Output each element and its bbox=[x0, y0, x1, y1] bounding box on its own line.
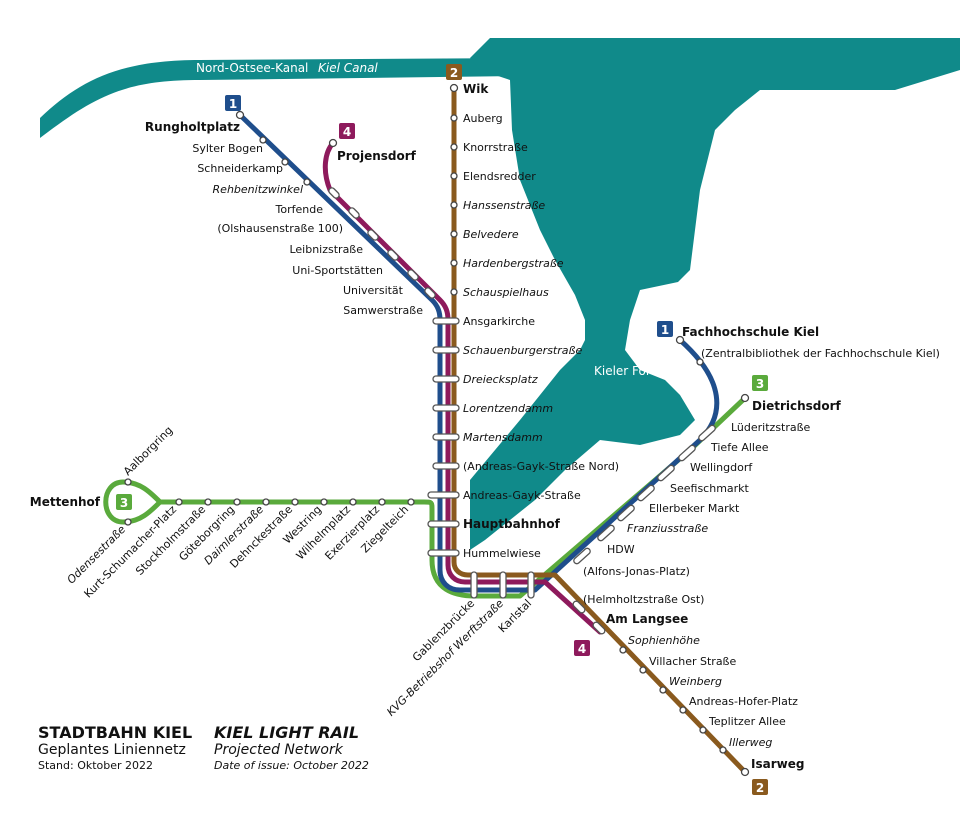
svg-text:3: 3 bbox=[756, 377, 764, 391]
station-hardenbergstrasse: Hardenbergstraße bbox=[463, 257, 564, 270]
svg-text:3: 3 bbox=[120, 496, 128, 510]
station-wellingdorf: Wellingdorf bbox=[690, 461, 753, 474]
badge-line-3-west: 3 bbox=[116, 494, 132, 510]
fjord-label: Kieler Förde bbox=[594, 364, 666, 378]
station-hdw: HDW bbox=[607, 543, 635, 556]
title-de-heading: STADTBAHN KIEL bbox=[38, 723, 193, 742]
station-knorrstrasse: Knorrstraße bbox=[463, 141, 528, 154]
station-dreiecksplatz: Dreiecksplatz bbox=[463, 373, 538, 386]
badge-line-4-south: 4 bbox=[574, 640, 590, 656]
station-olshausen: (Olshausenstraße 100) bbox=[217, 222, 343, 235]
title-de-date: Stand: Oktober 2022 bbox=[38, 759, 154, 772]
station-zentralbibliothek: (Zentralbibliothek der Fachhochschule Ki… bbox=[701, 347, 940, 360]
badge-line-1-west: 1 bbox=[225, 95, 241, 111]
station-teplitzer-allee: Teplitzer Allee bbox=[708, 715, 786, 728]
station-rungholtplatz: Rungholtplatz bbox=[145, 120, 240, 134]
line-4 bbox=[322, 140, 603, 635]
station-dots bbox=[124, 83, 750, 777]
station-fachhochschule-kiel: Fachhochschule Kiel bbox=[682, 325, 819, 339]
line-3 bbox=[103, 395, 748, 599]
canal-label-en: Kiel Canal bbox=[318, 61, 378, 75]
canal-label-de: Nord-Ostsee-Kanal bbox=[196, 61, 308, 75]
station-seefischmarkt: Seefischmarkt bbox=[670, 482, 750, 495]
kiel-canal bbox=[40, 58, 520, 138]
svg-text:2: 2 bbox=[450, 66, 458, 80]
station-hanssenstrasse: Hanssenstraße bbox=[463, 199, 545, 212]
station-mettenhof: Mettenhof bbox=[30, 495, 101, 509]
title-de: STADTBAHN KIEL Geplantes Liniennetz Stan… bbox=[38, 724, 192, 773]
title-block: STADTBAHN KIEL Geplantes Liniennetz Stan… bbox=[38, 724, 369, 784]
station-dietrichsdorf: Dietrichsdorf bbox=[752, 399, 842, 413]
title-en-subtitle: Projected Network bbox=[214, 742, 343, 758]
station-hummelwiese: Hummelwiese bbox=[463, 547, 541, 560]
line-2 bbox=[451, 85, 748, 775]
station-wik: Wik bbox=[463, 82, 489, 96]
station-isarweg: Isarweg bbox=[751, 757, 804, 771]
title-en-heading: KIEL LIGHT RAIL bbox=[214, 723, 360, 742]
svg-text:4: 4 bbox=[578, 642, 586, 656]
station-illerweg: Illerweg bbox=[729, 736, 772, 749]
svg-text:2: 2 bbox=[756, 781, 764, 795]
station-luederitzstrasse: Lüderitzstraße bbox=[731, 421, 811, 434]
station-elendsredder: Elendsredder bbox=[463, 170, 536, 183]
station-samwerstrasse: Samwerstraße bbox=[343, 304, 423, 317]
badge-line-2-top: 2 bbox=[446, 64, 462, 80]
station-auberg: Auberg bbox=[463, 112, 503, 125]
kiel-fjord bbox=[470, 38, 960, 550]
station-schauspielhaus: Schauspielhaus bbox=[463, 286, 549, 299]
station-universitaet: Universität bbox=[343, 284, 404, 297]
title-de-subtitle: Geplantes Liniennetz bbox=[38, 742, 186, 758]
station-projensdorf: Projensdorf bbox=[337, 149, 417, 163]
station-belvedere: Belvedere bbox=[463, 228, 519, 241]
svg-text:4: 4 bbox=[343, 125, 351, 139]
station-sophienhoehe: Sophienhöhe bbox=[628, 634, 700, 647]
station-martensdamm: Martensdamm bbox=[463, 431, 543, 444]
station-schneiderkamp: Schneiderkamp bbox=[197, 162, 283, 175]
station-andreas-gayk-nord: (Andreas-Gayk-Straße Nord) bbox=[463, 460, 619, 473]
trunk-stations bbox=[427, 317, 535, 599]
title-en-date: Date of issue: October 2022 bbox=[214, 759, 369, 772]
station-weinberg: Weinberg bbox=[669, 675, 722, 688]
station-rehbenitzwinkel: Rehbenitzwinkel bbox=[213, 183, 303, 196]
station-sylter-bogen: Sylter Bogen bbox=[192, 142, 263, 155]
title-en: KIEL LIGHT RAIL Projected Network Date o… bbox=[214, 724, 369, 773]
svg-text:1: 1 bbox=[229, 97, 237, 111]
station-andreas-gayk: Andreas-Gayk-Straße bbox=[463, 489, 581, 502]
station-schauenburgerstrasse: Schauenburgerstraße bbox=[463, 344, 582, 357]
station-ansgarkirche: Ansgarkirche bbox=[463, 315, 535, 328]
badge-line-4-north: 4 bbox=[339, 123, 355, 139]
station-lorentzendamm: Lorentzendamm bbox=[463, 402, 553, 415]
station-helmholtzstrasse-ost: (Helmholtzstraße Ost) bbox=[583, 593, 704, 606]
station-aalborgring: Aalborgring bbox=[121, 424, 175, 478]
diagonal-stations bbox=[328, 187, 716, 635]
badge-line-1-east: 1 bbox=[657, 321, 673, 337]
station-hauptbahnhof: Hauptbahnhof bbox=[463, 517, 561, 531]
badge-line-3-east: 3 bbox=[752, 375, 768, 391]
station-kvg-betriebshof: KVG-Betriebshof Werftstraße bbox=[384, 597, 506, 719]
station-tiefe-allee: Tiefe Allee bbox=[710, 441, 769, 454]
station-alfons-jonas-platz: (Alfons-Jonas-Platz) bbox=[583, 565, 690, 578]
station-leibnizstrasse: Leibnizstraße bbox=[289, 243, 363, 256]
station-andreas-hofer-platz: Andreas-Hofer-Platz bbox=[689, 695, 798, 708]
line-1 bbox=[237, 112, 720, 593]
badge-line-2-bottom: 2 bbox=[752, 779, 768, 795]
station-torfende: Torfende bbox=[275, 203, 324, 216]
station-villacher-strasse: Villacher Straße bbox=[649, 655, 736, 668]
station-franziusstrasse: Franziusstraße bbox=[627, 522, 708, 535]
svg-text:1: 1 bbox=[661, 323, 669, 337]
station-ellerbeker-markt: Ellerbeker Markt bbox=[649, 502, 740, 515]
station-am-langsee: Am Langsee bbox=[606, 612, 688, 626]
station-uni-sportstaetten: Uni-Sportstätten bbox=[292, 264, 383, 277]
